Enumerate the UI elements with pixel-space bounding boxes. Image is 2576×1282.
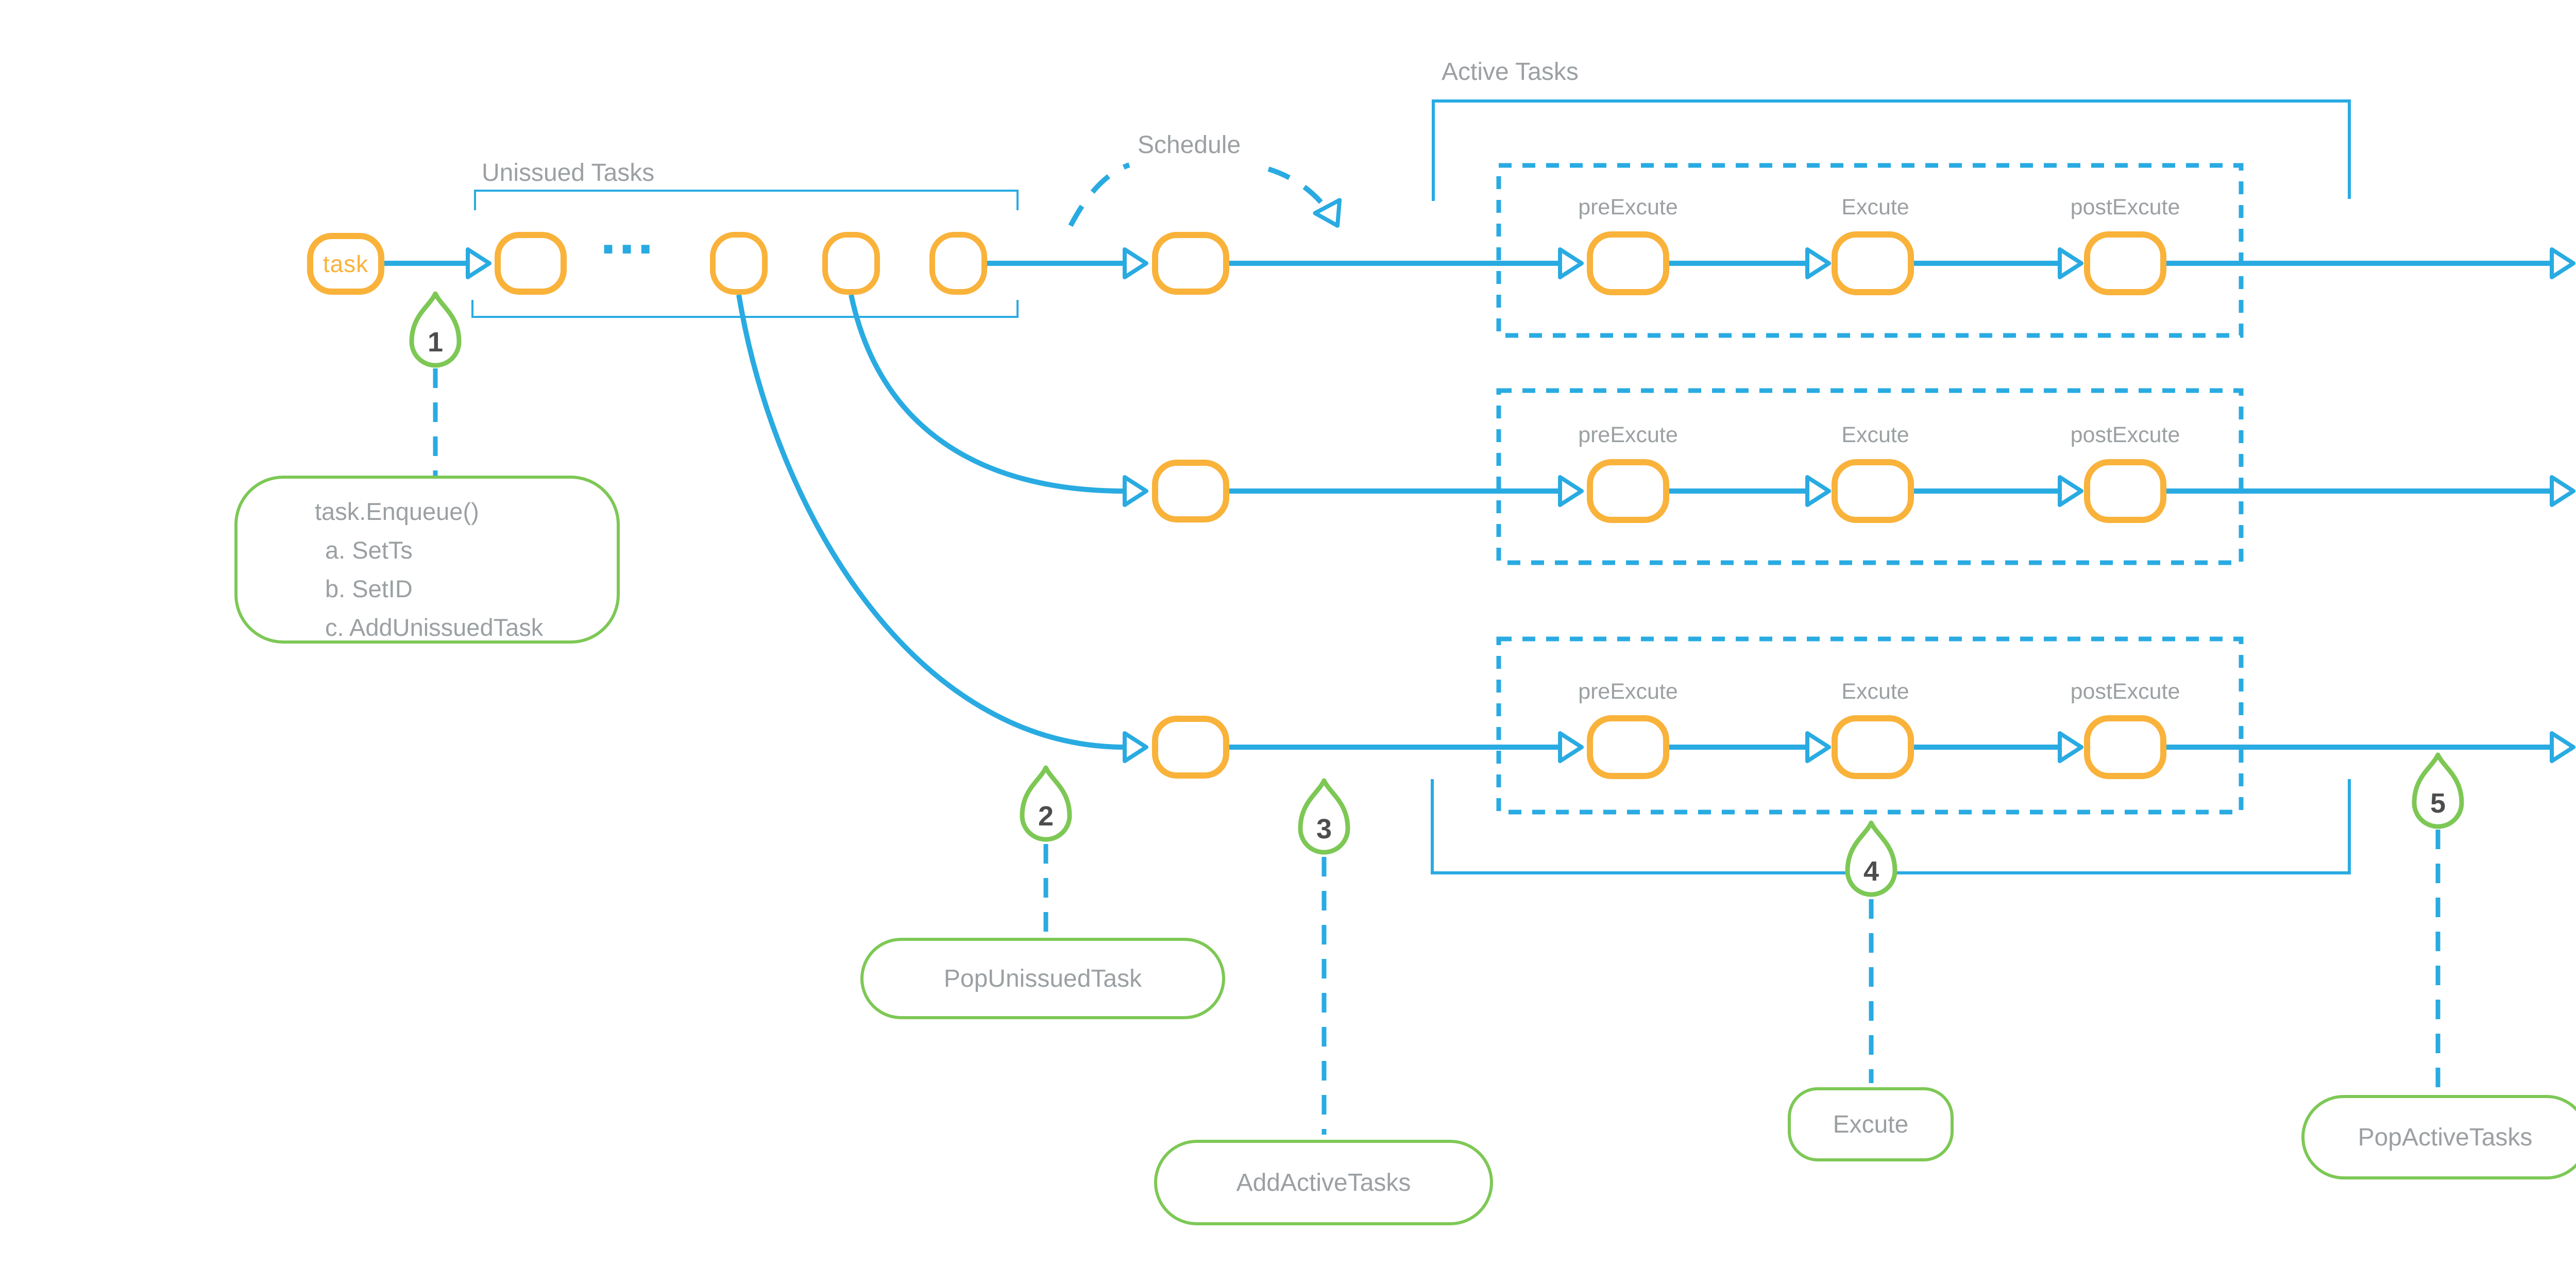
task-node: task bbox=[307, 233, 384, 295]
scheduled-node-row2 bbox=[1152, 460, 1229, 522]
post-excute-label-row2: postExcute bbox=[2070, 423, 2180, 447]
queue-node-4 bbox=[929, 232, 987, 295]
enqueue-callout-item-a: a. SetTs bbox=[325, 536, 413, 564]
schedule-arrowhead bbox=[1315, 200, 1349, 232]
curve-queue-to-row3 bbox=[736, 294, 1125, 750]
pre-excute-node-row2 bbox=[1587, 459, 1669, 523]
pipeline-box-row1 bbox=[1496, 163, 2244, 338]
scheduled-node-row1 bbox=[1152, 232, 1229, 295]
arrows-row3 bbox=[1229, 733, 2573, 761]
queue-ellipsis: ... bbox=[600, 201, 656, 266]
arrows-row1 bbox=[384, 249, 2573, 277]
pre-excute-label-row1: preExcute bbox=[1578, 195, 1678, 220]
post-excute-label-row3: postExcute bbox=[2070, 679, 2180, 704]
pre-excute-label-row2: preExcute bbox=[1578, 423, 1678, 447]
excute-node-row1 bbox=[1832, 231, 1914, 295]
enqueue-callout-title: task.Enqueue() bbox=[315, 498, 479, 525]
enqueue-callout-box: task.Enqueue() a. SetTs b. SetID c. AddU… bbox=[234, 476, 620, 644]
queue-node-2 bbox=[710, 232, 768, 295]
schedule-heading: Schedule bbox=[1138, 131, 1241, 159]
arrows-row2 bbox=[1229, 477, 2573, 505]
marker-2: 2 bbox=[1020, 765, 1072, 842]
active-bracket-top bbox=[1432, 99, 2351, 201]
task-node-label: task bbox=[323, 250, 369, 277]
post-excute-node-row2 bbox=[2084, 459, 2166, 523]
active-tasks-heading: Active Tasks bbox=[1442, 58, 1579, 86]
post-excute-node-row3 bbox=[2084, 715, 2166, 779]
pop-active-tasks-box: PopActiveTasks bbox=[2301, 1095, 2576, 1179]
post-excute-node-row1 bbox=[2084, 231, 2166, 295]
schedule-arc-right bbox=[1267, 166, 1333, 215]
pre-excute-label-row3: preExcute bbox=[1578, 679, 1678, 704]
unissued-tasks-heading: Unissued Tasks bbox=[482, 159, 655, 187]
marker-4-number: 4 bbox=[1863, 856, 1879, 887]
add-active-tasks-label: AddActiveTasks bbox=[1236, 1169, 1411, 1196]
excute-label-row1: Excute bbox=[1841, 195, 1909, 220]
marker-5: 5 bbox=[2412, 752, 2464, 829]
pipeline-box-row3 bbox=[1496, 636, 2244, 815]
post-excute-label-row1: postExcute bbox=[2070, 195, 2180, 220]
excute-callout-box: Excute bbox=[1788, 1087, 1954, 1161]
enqueue-callout-item-b: b. SetID bbox=[325, 575, 413, 602]
marker-3-number: 3 bbox=[1316, 814, 1332, 845]
marker-leader-lines bbox=[433, 368, 2441, 1135]
unissued-bracket-top bbox=[474, 190, 1019, 210]
queue-node-1 bbox=[495, 232, 567, 295]
scheduled-node-row3 bbox=[1152, 716, 1229, 779]
marker-2-number: 2 bbox=[1038, 801, 1054, 832]
excute-label-row2: Excute bbox=[1841, 423, 1909, 447]
excute-label-row3: Excute bbox=[1841, 679, 1909, 704]
excute-node-row2 bbox=[1832, 459, 1914, 523]
pipeline-box-row2 bbox=[1496, 388, 2244, 565]
pop-unissued-task-label: PopUnissuedTask bbox=[943, 965, 1142, 992]
pre-excute-node-row3 bbox=[1587, 715, 1669, 779]
schedule-arc-left bbox=[1068, 162, 1130, 227]
excute-callout-label: Excute bbox=[1833, 1110, 1909, 1138]
marker-5-number: 5 bbox=[2430, 788, 2446, 819]
add-active-tasks-box: AddActiveTasks bbox=[1154, 1140, 1493, 1225]
excute-node-row3 bbox=[1832, 715, 1914, 779]
marker-1-number: 1 bbox=[428, 327, 443, 358]
marker-4: 4 bbox=[1845, 820, 1897, 897]
unissued-bracket-bottom bbox=[471, 300, 1019, 318]
pre-excute-node-row1 bbox=[1587, 231, 1669, 295]
curve-queue-to-row2 bbox=[849, 294, 1125, 494]
pop-active-tasks-label: PopActiveTasks bbox=[2358, 1123, 2533, 1151]
queue-node-3 bbox=[822, 232, 880, 295]
marker-1: 1 bbox=[409, 291, 462, 368]
pop-unissued-task-box: PopUnissuedTask bbox=[860, 938, 1225, 1019]
enqueue-callout-item-c: c. AddUnissuedTask bbox=[325, 614, 544, 641]
marker-3: 3 bbox=[1298, 778, 1350, 855]
